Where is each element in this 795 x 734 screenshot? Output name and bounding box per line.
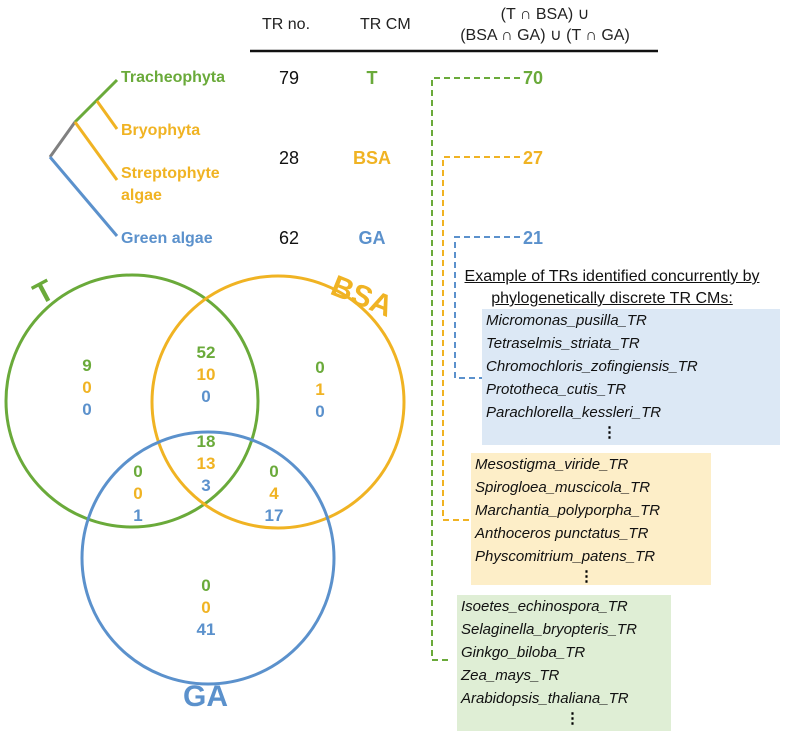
region-value: 0 xyxy=(133,462,143,481)
region-value: 1 xyxy=(315,380,325,399)
ellipsis-icon: ⋮ xyxy=(565,710,580,727)
species-item: Marchantia_polyporpha_TR xyxy=(475,502,661,519)
region-t-ga: 0 0 1 xyxy=(118,461,158,527)
taxon-streptophyte: Streptophyte xyxy=(121,165,220,182)
region-value: 13 xyxy=(196,454,216,473)
region-value: 10 xyxy=(196,365,216,384)
region-value: 17 xyxy=(264,506,284,525)
region-center: 18 13 3 xyxy=(186,431,226,497)
taxon-bryophyta: Bryophyta xyxy=(121,122,201,139)
tree-branch-green-algae xyxy=(48,156,119,237)
cm-bsa: BSA xyxy=(352,148,391,168)
header-intersection-line1: (T ∩ BSA) ∪ xyxy=(500,6,590,23)
region-value: 0 xyxy=(315,402,325,421)
region-bsa-ga: 0 4 17 xyxy=(254,461,294,527)
header-tr-cm: TR CM xyxy=(360,16,411,33)
species-item: Zea_mays_TR xyxy=(461,667,560,684)
region-value: 1 xyxy=(133,506,143,525)
species-item: Parachlorella_kessleri_TR xyxy=(486,404,662,421)
species-item: Chromochloris_zofingiensis_TR xyxy=(486,358,698,375)
ellipsis-icon: ⋮ xyxy=(602,424,617,441)
region-value: 0 xyxy=(201,598,211,617)
species-item: Anthoceros punctatus_TR xyxy=(475,525,649,542)
result-t: 70 xyxy=(523,68,544,88)
result-ga: 21 xyxy=(523,228,544,248)
region-value: 18 xyxy=(196,432,216,451)
species-box-blue: Micromonas_pusilla_TR Tetraselmis_striat… xyxy=(482,309,780,445)
tr-no-ga: 62 xyxy=(278,228,300,248)
species-box-orange: Mesostigma_viride_TR Spirogloea_muscicol… xyxy=(471,453,711,585)
region-value: 0 xyxy=(82,378,92,397)
header-intersection-line2: (BSA ∩ GA) ∪ (T ∩ GA) xyxy=(460,27,630,44)
region-value: 41 xyxy=(196,620,216,639)
region-value: 0 xyxy=(315,358,325,377)
species-item: Mesostigma_viride_TR xyxy=(475,456,629,473)
region-value: 0 xyxy=(201,576,211,595)
ellipsis-icon: ⋮ xyxy=(579,568,594,585)
region-t-only: 9 0 0 xyxy=(67,355,107,421)
region-bsa-only: 0 1 0 xyxy=(300,357,340,423)
region-value: 3 xyxy=(201,476,211,495)
species-item: Isoetes_echinospora_TR xyxy=(461,598,628,615)
species-item: Micromonas_pusilla_TR xyxy=(486,312,647,329)
taxon-tracheophyta: Tracheophyta xyxy=(121,69,226,86)
connector-blue xyxy=(454,236,520,379)
taxon-streptophyte-algae: algae xyxy=(121,187,162,204)
region-value: 0 xyxy=(133,484,143,503)
tree-branch-bryophyta xyxy=(95,100,119,130)
region-value: 4 xyxy=(269,484,279,503)
cm-ga: GA xyxy=(358,228,386,248)
venn-circle-bsa xyxy=(150,274,406,530)
species-item: Spirogloea_muscicola_TR xyxy=(475,479,651,496)
species-box-green: Isoetes_echinospora_TR Selaginella_bryop… xyxy=(457,595,671,731)
example-title: Example of TRs identified concurrently b… xyxy=(464,268,760,307)
region-value: 0 xyxy=(201,387,211,406)
venn-circle-t xyxy=(4,273,260,529)
species-item: Ginkgo_biloba_TR xyxy=(461,644,586,661)
region-value: 0 xyxy=(269,462,279,481)
connector-green xyxy=(431,77,520,661)
region-value: 9 xyxy=(82,356,92,375)
tr-no-t: 79 xyxy=(278,68,300,88)
region-ga-only: 0 0 41 xyxy=(186,575,226,641)
result-bsa: 27 xyxy=(523,148,544,168)
region-value: 0 xyxy=(82,400,92,419)
species-item: Physcomitrium_patens_TR xyxy=(475,548,656,565)
tree-root-branch xyxy=(48,121,77,158)
header-tr-no: TR no. xyxy=(262,16,311,33)
species-item: Selaginella_bryopteris_TR xyxy=(461,621,637,638)
taxon-green-algae: Green algae xyxy=(121,230,213,247)
species-item: Prototheca_cutis_TR xyxy=(486,381,627,398)
cm-t: T xyxy=(366,68,378,88)
tr-no-bsa: 28 xyxy=(278,148,300,168)
tree-branch-streptophyte xyxy=(73,121,119,181)
region-t-bsa: 52 10 0 xyxy=(186,342,226,408)
venn-circle-ga xyxy=(80,430,336,686)
species-item: Arabidopsis_thaliana_TR xyxy=(461,690,629,707)
species-item: Tetraselmis_striata_TR xyxy=(486,335,640,352)
tree-branch-tracheophyta xyxy=(73,78,119,124)
venn-label-ga: GA xyxy=(183,680,228,713)
region-value: 52 xyxy=(196,343,216,362)
connector-orange xyxy=(442,156,520,521)
